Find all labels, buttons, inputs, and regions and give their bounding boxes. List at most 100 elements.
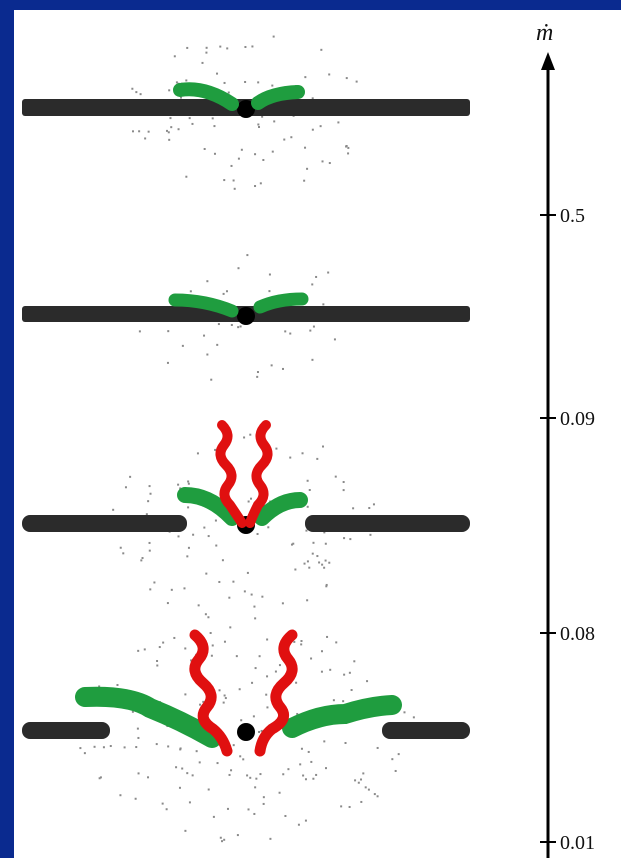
corona-dot bbox=[166, 602, 169, 605]
corona-dot bbox=[360, 800, 363, 803]
corona-dot bbox=[256, 375, 259, 378]
corona-dot bbox=[167, 131, 170, 134]
corona-dot bbox=[309, 329, 312, 332]
corona-dot bbox=[184, 647, 187, 650]
corona-dot bbox=[181, 767, 184, 770]
black-hole bbox=[237, 723, 255, 741]
corona-dot bbox=[354, 779, 357, 782]
jet-left bbox=[215, 420, 247, 528]
jet-right bbox=[245, 420, 273, 528]
corona-dot bbox=[214, 519, 217, 522]
corona-dot bbox=[139, 93, 142, 96]
corona-dot bbox=[366, 680, 369, 683]
corona-dot bbox=[116, 683, 119, 686]
corona-dot bbox=[306, 479, 309, 482]
corona-dot bbox=[270, 364, 273, 367]
corona-dot bbox=[372, 503, 375, 506]
corona-dot bbox=[145, 513, 148, 516]
corona-dot bbox=[148, 541, 151, 544]
corona-dot bbox=[343, 673, 346, 676]
corona-dot bbox=[260, 729, 263, 732]
corona-dot bbox=[360, 778, 363, 781]
corona-dot bbox=[83, 752, 86, 755]
black-hole bbox=[237, 100, 255, 118]
corona-dot bbox=[251, 681, 254, 684]
corona-dot bbox=[347, 146, 350, 149]
corona-dot bbox=[258, 126, 261, 129]
corona-dot bbox=[305, 529, 308, 532]
corona-dot bbox=[156, 664, 159, 667]
corona-dot bbox=[327, 271, 330, 274]
corona-dot bbox=[138, 330, 141, 333]
corona-dot bbox=[242, 758, 245, 761]
corona-dot bbox=[258, 655, 261, 658]
corona-dot bbox=[166, 361, 169, 364]
corona-dot bbox=[325, 583, 328, 586]
corona-dot bbox=[268, 290, 271, 293]
corona-dot bbox=[289, 332, 292, 335]
corona-dot bbox=[188, 117, 191, 120]
corona-dot bbox=[228, 596, 231, 599]
corona-dot bbox=[206, 353, 209, 356]
corona-dots bbox=[79, 35, 415, 843]
corona-dot bbox=[216, 343, 219, 346]
corona-dot bbox=[368, 506, 371, 509]
corona-dot bbox=[311, 552, 314, 555]
corona-dot bbox=[219, 836, 222, 839]
corona-dot bbox=[170, 588, 173, 591]
accretion-disk-outer-left bbox=[22, 722, 110, 739]
corona-dot bbox=[226, 47, 229, 50]
corona-dot bbox=[185, 175, 188, 178]
corona-dot bbox=[173, 636, 176, 639]
corona-dot bbox=[254, 617, 257, 620]
corona-dot bbox=[158, 646, 161, 649]
corona-dot bbox=[137, 736, 140, 739]
corona-dot bbox=[262, 158, 265, 161]
corona-dot bbox=[213, 125, 216, 128]
corona-dot bbox=[311, 128, 314, 131]
corona-dot bbox=[192, 533, 195, 536]
corona-dot bbox=[323, 740, 326, 743]
corona-dot bbox=[306, 505, 309, 508]
diagram-panel: ṁ 0.5 0.09 0.08 0.01 bbox=[14, 10, 621, 858]
accretion-states-diagram: ṁ 0.5 0.09 0.08 0.01 bbox=[22, 20, 595, 858]
corona-dot bbox=[232, 744, 235, 747]
corona-dot bbox=[308, 566, 311, 569]
corona-dot bbox=[247, 500, 250, 503]
corona-dot bbox=[230, 164, 233, 167]
corona-dot bbox=[243, 590, 246, 593]
corona-dot bbox=[326, 635, 329, 638]
corona-dot bbox=[235, 655, 238, 658]
corona-dot bbox=[249, 433, 252, 436]
corona-dot bbox=[274, 670, 277, 673]
corona-dot bbox=[328, 73, 331, 76]
corona-dot bbox=[311, 358, 314, 361]
corona-dot bbox=[348, 671, 351, 674]
corona-dot bbox=[218, 580, 221, 583]
corona-dot bbox=[232, 179, 235, 182]
corona-dot bbox=[207, 788, 210, 791]
state-1 bbox=[22, 82, 470, 118]
corona-dot bbox=[216, 762, 219, 765]
corona-dot bbox=[167, 745, 170, 748]
corona-dot bbox=[217, 323, 220, 326]
corona-dot bbox=[250, 593, 253, 596]
corona-dot bbox=[207, 535, 210, 538]
corona-dot bbox=[190, 659, 193, 662]
corona-dot bbox=[179, 487, 182, 490]
corona-dot bbox=[304, 146, 307, 149]
corona-dot bbox=[304, 76, 307, 79]
corona-dot bbox=[345, 77, 348, 80]
corona-dot bbox=[257, 81, 260, 84]
corona-dot bbox=[135, 91, 138, 94]
corona-dot bbox=[165, 808, 168, 811]
corona-dot bbox=[272, 35, 275, 38]
corona-dot bbox=[344, 741, 347, 744]
outflow-right bbox=[253, 292, 309, 314]
tick-label: 0.08 bbox=[560, 623, 595, 645]
corona-dot bbox=[187, 506, 190, 509]
corona-dot bbox=[212, 815, 215, 818]
jet-left bbox=[189, 629, 233, 757]
corona-dot bbox=[205, 51, 208, 54]
corona-dot bbox=[129, 475, 132, 478]
